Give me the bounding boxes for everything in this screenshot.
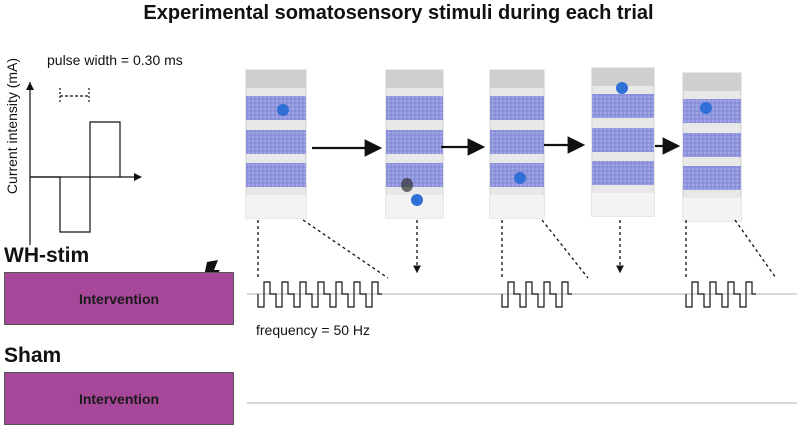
pulse-train — [501, 281, 572, 308]
ball — [277, 104, 289, 116]
figure-title: Experimental somatosensory stimuli durin… — [143, 2, 654, 24]
wh-stim-intervention-box: Intervention — [4, 272, 234, 325]
sequence-arrows — [312, 136, 681, 157]
frequency-label: frequency = 50 Hz — [256, 322, 371, 338]
biphasic-waveform — [26, 82, 142, 245]
ball — [616, 82, 628, 94]
stimulus-frame — [682, 72, 742, 222]
ball — [700, 102, 712, 114]
sham-intervention-box: Intervention — [4, 372, 234, 425]
dashed-connectors — [257, 219, 777, 279]
sham-label: Sham — [4, 344, 62, 367]
pulse-train — [257, 281, 382, 308]
stimulus-frame — [385, 69, 444, 219]
intervention-label: Intervention — [78, 390, 160, 407]
ball — [514, 172, 526, 184]
stimulus-frames — [245, 67, 742, 222]
pulse-trains — [257, 281, 756, 308]
stimulus-frame — [245, 69, 307, 219]
wh-stim-label: WH-stim — [4, 244, 90, 267]
waveform-y-axis-label: Current intensity (mA) — [4, 57, 20, 195]
ball-shadow — [401, 178, 413, 192]
stimulus-frame — [591, 67, 655, 217]
intervention-label: Intervention — [78, 290, 160, 307]
pulse-train — [685, 281, 756, 308]
stimulus-frame — [489, 69, 545, 219]
ball — [411, 194, 423, 206]
pulse-width-label: pulse width = 0.30 ms — [47, 52, 183, 68]
